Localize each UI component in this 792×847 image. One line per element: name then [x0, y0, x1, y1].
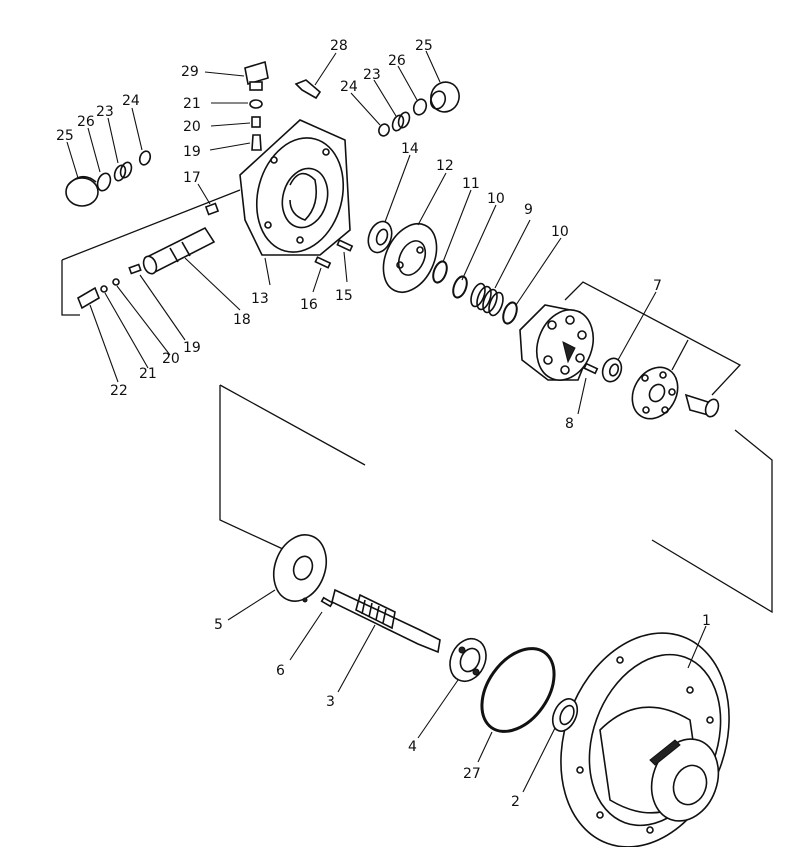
part-12-valve-plate — [382, 223, 438, 293]
part-7-bushing — [601, 357, 623, 383]
grouping-lines — [61, 189, 773, 614]
callout-10a: 10 — [487, 191, 505, 207]
callout-27: 27 — [463, 766, 481, 782]
part-1-housing — [560, 632, 730, 847]
callout-15: 15 — [335, 288, 353, 304]
part-6-pin — [320, 596, 334, 608]
callout-18: 18 — [233, 312, 251, 328]
callout-4: 4 — [408, 739, 417, 755]
callout-13: 13 — [251, 291, 269, 307]
callout-25b: 25 — [415, 38, 433, 54]
part-27-o-ring — [480, 647, 556, 733]
retainer-plate — [631, 366, 679, 420]
callout-21a: 21 — [183, 96, 201, 112]
callout-20b: 20 — [162, 351, 180, 367]
callout-labels: 1 2 3 4 5 6 7 8 9 10 10 11 12 13 14 15 1… — [56, 38, 711, 810]
callout-26a: 26 — [77, 114, 95, 130]
part-18-spool — [142, 226, 216, 275]
callout-23a: 23 — [96, 104, 114, 120]
part-10-washer-b — [502, 301, 518, 325]
callout-10b: 10 — [551, 224, 569, 240]
part-8-pin — [583, 362, 599, 375]
callout-16: 16 — [300, 297, 318, 313]
part-15-pin — [336, 239, 354, 252]
callout-5: 5 — [214, 617, 223, 633]
callout-21b: 21 — [139, 366, 157, 382]
callout-24a: 24 — [122, 93, 140, 109]
callout-25a: 25 — [56, 128, 74, 144]
callout-28: 28 — [330, 38, 348, 54]
part-5-plate — [272, 534, 328, 603]
callout-11: 11 — [462, 176, 480, 192]
callout-29: 29 — [181, 64, 199, 80]
callout-19b: 19 — [183, 340, 201, 356]
top-stack — [244, 60, 269, 151]
callout-2: 2 — [511, 794, 520, 810]
part-17-plug — [204, 202, 220, 216]
callout-14: 14 — [401, 141, 419, 157]
callout-22: 22 — [110, 383, 128, 399]
part-16-pin — [314, 256, 332, 269]
callout-20a: 20 — [183, 119, 201, 135]
part-14-bearing — [367, 220, 393, 254]
lower-stack — [77, 263, 142, 310]
callout-3: 3 — [326, 694, 335, 710]
callout-19a: 19 — [183, 144, 201, 160]
piston — [684, 393, 720, 418]
callout-7: 7 — [653, 278, 662, 294]
callout-1: 1 — [702, 613, 711, 629]
callout-23b: 23 — [363, 67, 381, 83]
left-valve-group — [65, 150, 152, 207]
callout-8: 8 — [565, 416, 574, 432]
callout-24b: 24 — [340, 79, 358, 95]
callout-6: 6 — [276, 663, 285, 679]
callout-17: 17 — [183, 170, 201, 186]
top-valve-group — [378, 81, 460, 137]
part-10-washer-a — [452, 275, 468, 299]
part-11-snap-ring — [432, 260, 448, 284]
leader-lines — [66, 50, 707, 793]
part-3-shaft — [331, 588, 441, 654]
callout-9: 9 — [524, 202, 533, 218]
part-13-cover — [239, 119, 351, 256]
part-2-seal — [551, 698, 579, 732]
callout-26b: 26 — [388, 53, 406, 69]
part-28-bolt — [294, 79, 322, 100]
part-9-spring — [470, 282, 504, 317]
callout-12: 12 — [436, 158, 454, 174]
part-4-bearing — [449, 638, 487, 682]
cylinder-block — [519, 304, 595, 381]
